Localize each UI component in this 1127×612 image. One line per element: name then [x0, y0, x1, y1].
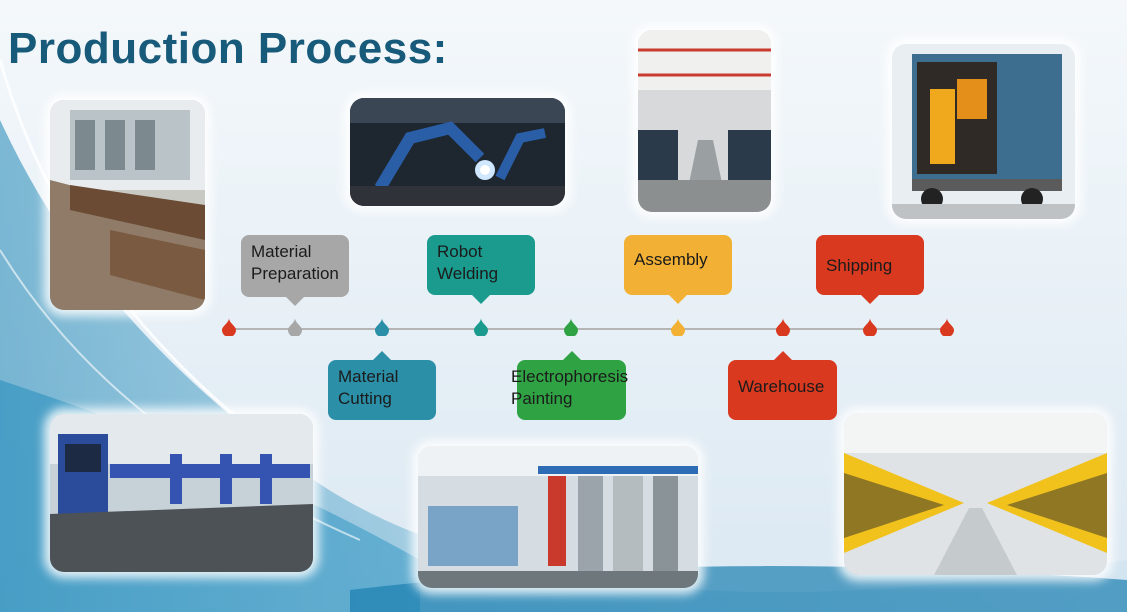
- step-label-line1: Assembly: [634, 249, 722, 271]
- step-label-line1: Electrophoresis: [511, 366, 616, 388]
- timeline-pin-icon: [863, 318, 877, 336]
- step-warehouse: Warehouse: [728, 360, 837, 420]
- step-label-line1: Material: [251, 241, 339, 263]
- step-label-line1: Shipping: [826, 255, 914, 277]
- robot-welding-photo: [350, 98, 565, 206]
- timeline-pin-icon: [474, 318, 488, 336]
- timeline-line: [230, 328, 948, 330]
- step-label-line1: Robot: [437, 241, 525, 263]
- step-label-line2: Welding: [437, 263, 525, 285]
- loader-warehouse-photo: [844, 413, 1107, 575]
- step-assembly: Assembly: [624, 235, 732, 295]
- timeline-pin-icon: [671, 318, 685, 336]
- timeline-pin-icon: [222, 318, 236, 336]
- timeline-pin-icon: [375, 318, 389, 336]
- step-material-cutting: Material Cutting: [328, 360, 436, 420]
- step-material-preparation: Material Preparation: [241, 235, 349, 297]
- step-label-line2: Painting: [511, 388, 616, 410]
- step-label-line1: Material: [338, 366, 426, 388]
- step-label-line2: Cutting: [338, 388, 426, 410]
- painting-line-photo: [418, 446, 698, 588]
- steel-plate-stock-photo: [50, 100, 205, 310]
- timeline-pin-icon: [564, 318, 578, 336]
- plasma-cutting-machine-photo: [50, 414, 313, 572]
- step-electrophoresis-painting: Electrophoresis Painting: [517, 360, 626, 420]
- timeline-pin-icon: [288, 318, 302, 336]
- timeline-pin-icon: [776, 318, 790, 336]
- page-title: Production Process:: [8, 24, 448, 74]
- timeline-pin-icon: [940, 318, 954, 336]
- step-label-line2: Preparation: [251, 263, 339, 285]
- step-label-line1: Warehouse: [738, 376, 827, 398]
- container-truck-photo: [892, 44, 1075, 219]
- step-robot-welding: Robot Welding: [427, 235, 535, 295]
- step-shipping: Shipping: [816, 235, 924, 295]
- assembly-hall-photo: [638, 30, 771, 212]
